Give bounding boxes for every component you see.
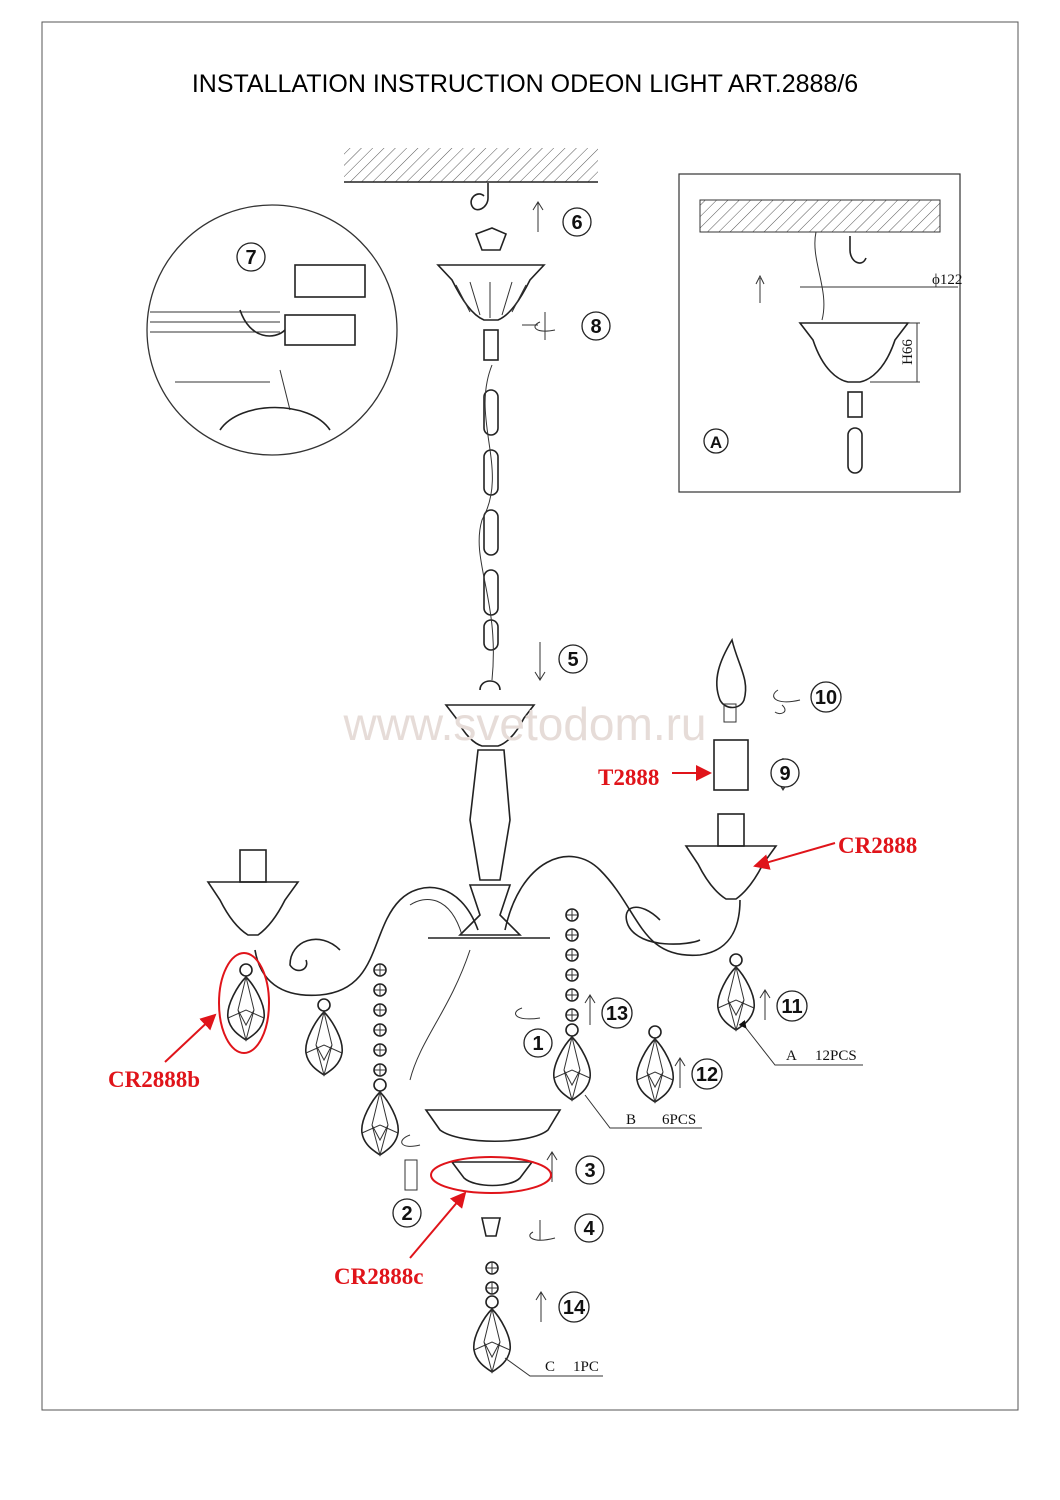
ceiling-mount (344, 148, 598, 321)
step-13: 13 (606, 1003, 628, 1025)
detail-a-label: A (710, 433, 722, 452)
step-4: 4 (583, 1218, 595, 1240)
step-12: 12 (696, 1064, 718, 1086)
red-callouts: T2888 CR2888 CR2888b CR2888c (108, 765, 917, 1289)
step-2: 2 (401, 1203, 412, 1225)
chain (478, 329, 499, 681)
part-labels: A 12PCS B 6PCS C 1PC (504, 1020, 863, 1377)
callout-cr2888: CR2888 (838, 833, 917, 858)
height-dimension: H66 (900, 339, 916, 365)
step-3: 3 (584, 1160, 595, 1182)
step-14: 14 (563, 1297, 586, 1319)
diameter-dimension: ϕ122 (932, 272, 962, 288)
arrow-up-icon (532, 201, 544, 233)
watermark: www.svetodom.ru (342, 698, 706, 750)
part-b-letter: B (626, 1112, 636, 1128)
part-c-letter: C (545, 1359, 555, 1375)
callout-cr2888b: CR2888b (108, 1067, 200, 1092)
page-border (41, 21, 1019, 1411)
detail-a-panel: ϕ122 H66 A (678, 173, 962, 493)
step-8: 8 (590, 316, 601, 338)
chandelier-body (206, 637, 778, 1237)
direction-arrows (401, 312, 801, 1323)
step-5: 5 (567, 649, 578, 671)
part-a-letter: A (786, 1048, 797, 1064)
step-numbers: 1 2 3 4 5 6 7 8 9 10 11 12 13 14 (236, 207, 842, 1323)
part-a-qty: 12PCS (815, 1048, 857, 1064)
step-7: 7 (245, 247, 256, 269)
part-c-qty: 1PC (573, 1359, 599, 1375)
step-1: 1 (532, 1033, 543, 1055)
callout-cr2888c: CR2888c (334, 1264, 423, 1289)
detail-7-wiring (146, 204, 398, 456)
part-b-qty: 6PCS (662, 1112, 696, 1128)
step-11: 11 (781, 996, 802, 1018)
step-6: 6 (571, 212, 582, 234)
step-10: 10 (815, 687, 837, 709)
step-9: 9 (779, 763, 790, 785)
callout-t2888: T2888 (598, 765, 659, 790)
document-title: INSTALLATION INSTRUCTION ODEON LIGHT ART… (192, 70, 858, 98)
